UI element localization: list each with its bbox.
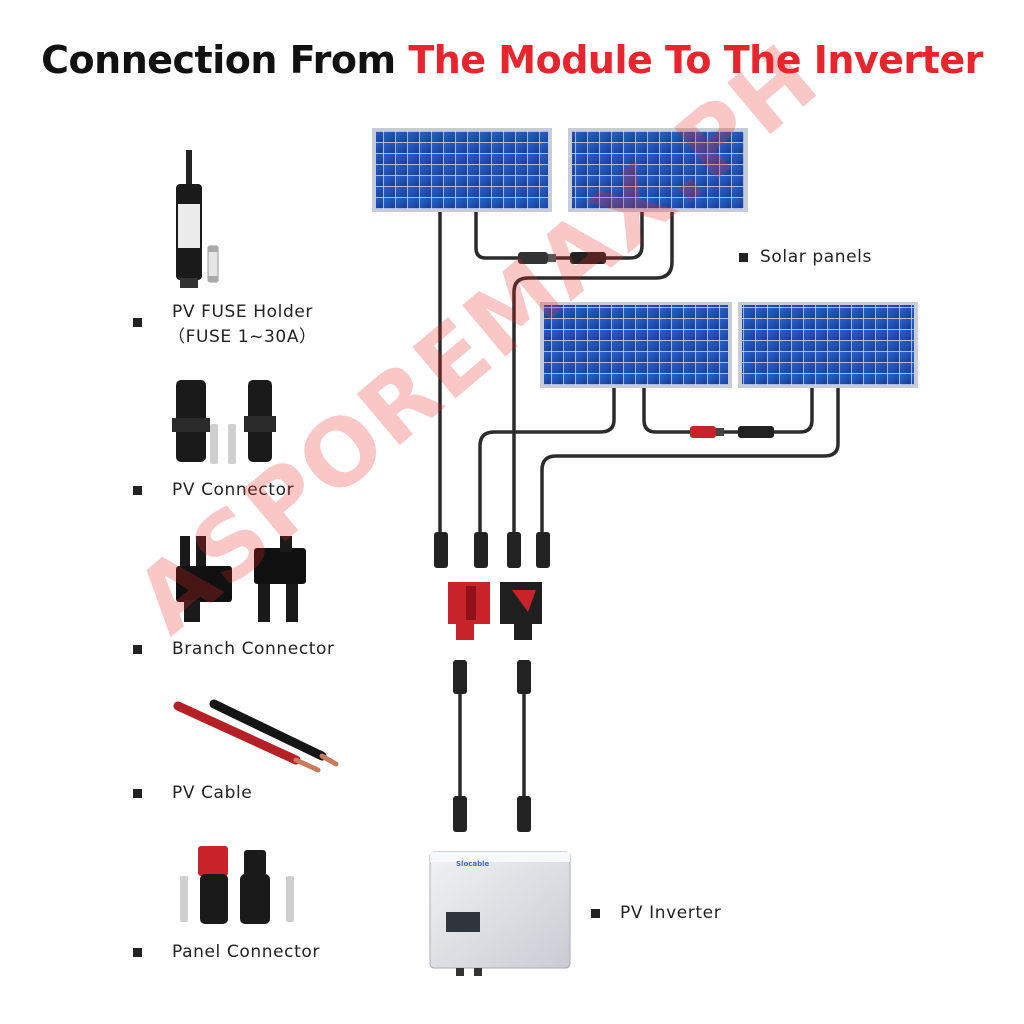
cable-bottom-right-down <box>540 384 840 540</box>
solar-panel-top-left <box>372 128 552 212</box>
cable-bottom-left-down <box>478 384 616 540</box>
fuse-holder-image <box>176 150 219 288</box>
pv-cable-image <box>173 699 339 773</box>
panel-connector-image <box>180 846 294 924</box>
cable-network <box>438 210 840 802</box>
bullet-icon <box>133 948 142 957</box>
series-connector-bottom <box>690 426 774 438</box>
title-part-red: The Module To The Inverter <box>408 38 983 82</box>
bullet-icon <box>591 909 600 918</box>
cable-bottom-series <box>642 384 814 434</box>
bullet-icon <box>133 645 142 654</box>
bullet-icon <box>133 789 142 798</box>
bullet-icon <box>133 486 142 495</box>
solar-panel-top-right <box>568 128 748 212</box>
solar-panel-bottom-right <box>738 302 918 388</box>
label-solar-panels: Solar panels <box>760 247 872 267</box>
title-part-black: Connection From <box>41 38 396 82</box>
label-branch-connector: Branch Connector <box>172 639 335 659</box>
label-panel-connector: Panel Connector <box>172 942 320 962</box>
bullet-icon <box>133 318 142 327</box>
branch-connector-image <box>176 536 306 622</box>
page-title: Connection From The Module To The Invert… <box>0 38 1024 82</box>
pv-inverter-box <box>429 851 571 976</box>
mc4-plugs-below-branch <box>453 660 531 832</box>
pv-connector-image <box>172 380 276 464</box>
inverter-brand: Slocable <box>456 860 490 868</box>
label-pv-connector: PV Connector <box>172 480 295 500</box>
branch-connector-black <box>500 582 542 640</box>
series-connector-top <box>518 252 606 264</box>
cable-top-series <box>474 210 644 260</box>
label-fuse-rating: （FUSE 1~30A） <box>168 327 317 347</box>
mc4-plugs-above-branch <box>434 532 550 568</box>
label-fuse-holder: PV FUSE Holder <box>172 302 313 322</box>
branch-connector-red <box>448 582 490 640</box>
bullet-icon <box>739 253 748 262</box>
label-pv-cable: PV Cable <box>172 783 253 803</box>
solar-panel-bottom-left <box>540 302 732 388</box>
cable-top-right-down <box>512 210 674 540</box>
label-pv-inverter: PV Inverter <box>620 903 722 923</box>
